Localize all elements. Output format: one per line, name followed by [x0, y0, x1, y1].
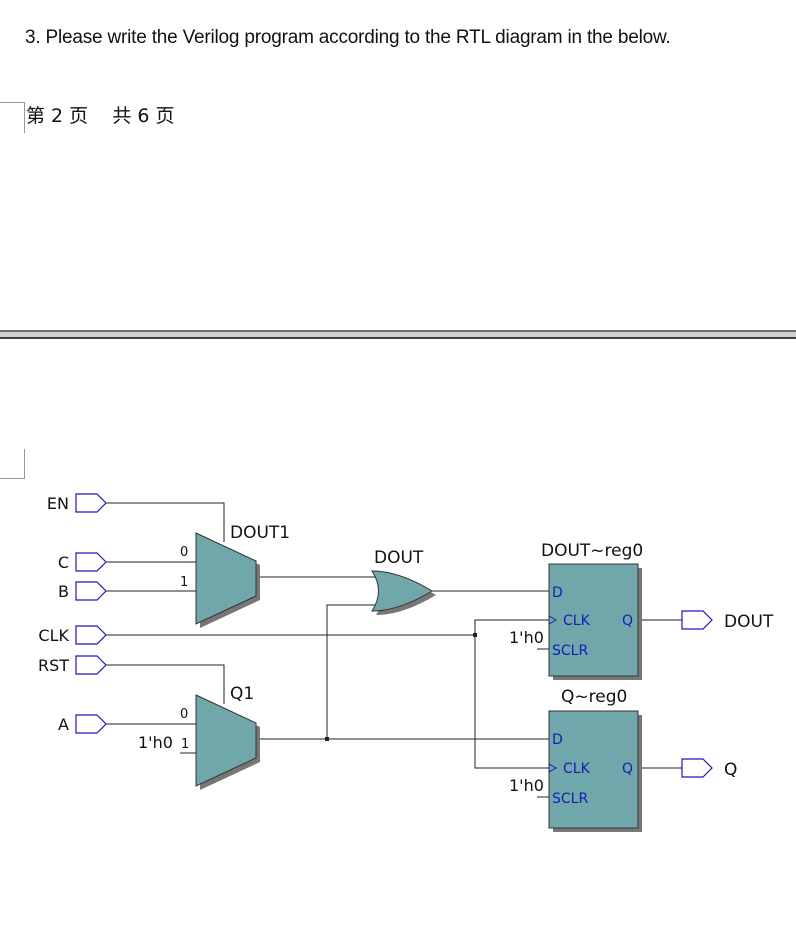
output-label-dout: DOUT	[724, 612, 774, 632]
register-dout-clk-arrow	[548, 615, 558, 625]
input-label-en: EN	[47, 494, 69, 513]
page-number-footer: 第 2 页 共 6 页	[26, 105, 175, 127]
register-q-label: Q~reg0	[561, 687, 627, 707]
input-port-en	[75, 493, 107, 513]
mux-q1-body	[195, 694, 257, 787]
junction-clk	[473, 633, 477, 637]
output-label-q: Q	[724, 760, 737, 780]
register-dout-label: DOUT~reg0	[541, 541, 643, 561]
input-label-b: B	[58, 582, 69, 601]
or-gate-body	[371, 570, 433, 612]
input-port-b	[75, 581, 107, 601]
page-corner-mark-top	[0, 102, 25, 133]
mux-q1-sel0: 0	[180, 707, 188, 722]
or-gate-dout: DOUT	[371, 548, 436, 615]
register-q: Q~reg0 D CLK Q SCLR 1'h0	[509, 687, 642, 832]
register-q-const: 1'h0	[509, 776, 544, 795]
register-q-q-pin: Q	[622, 761, 633, 777]
output-ports: DOUT Q	[681, 610, 774, 780]
page-corner-mark-bottom	[0, 449, 25, 479]
question-text: 3. Please write the Verilog program acco…	[25, 27, 671, 48]
wire-q1-to-or	[326, 604, 382, 739]
register-q-body	[548, 710, 639, 829]
input-label-clk: CLK	[38, 626, 69, 645]
register-q-clk-pin: CLK	[563, 761, 591, 777]
wire-clk-reg2	[474, 635, 549, 769]
register-dout: DOUT~reg0 D CLK Q SCLR 1'h0	[509, 541, 643, 680]
input-port-clk	[75, 625, 107, 645]
register-dout-d-pin: D	[552, 585, 563, 601]
mux-q1-label: Q1	[230, 684, 254, 704]
wire-en	[106, 502, 225, 542]
register-q-d-pin: D	[552, 732, 563, 748]
input-port-a	[75, 714, 107, 734]
input-ports: EN C B CLK RST A	[38, 493, 107, 734]
wire-rst	[106, 664, 225, 704]
page-divider	[0, 330, 796, 340]
register-dout-body	[548, 563, 639, 677]
mux-dout1: DOUT1 0 1	[180, 523, 290, 628]
register-dout-q-pin: Q	[622, 613, 633, 629]
input-label-rst: RST	[38, 656, 69, 675]
mux-dout1-sel0: 0	[180, 545, 188, 560]
input-port-c	[75, 552, 107, 572]
junction-q1	[325, 737, 329, 741]
wire-clk-reg1	[474, 619, 549, 635]
or-gate-label: DOUT	[374, 548, 424, 568]
register-dout-sclr-pin: SCLR	[552, 643, 588, 659]
mux-dout1-body	[195, 532, 257, 625]
input-port-rst	[75, 655, 107, 675]
mux-q1: Q1 0 1 1'h0	[138, 684, 260, 790]
mux-q1-sel1: 1	[181, 737, 189, 752]
register-dout-const: 1'h0	[509, 628, 544, 647]
register-dout-clk-pin: CLK	[563, 613, 591, 629]
output-port-dout	[681, 610, 713, 630]
mux-dout1-label: DOUT1	[230, 523, 290, 543]
input-label-c: C	[58, 553, 69, 572]
input-label-a: A	[58, 715, 69, 734]
output-port-q	[681, 758, 713, 778]
wires	[106, 502, 682, 798]
register-q-sclr-pin: SCLR	[552, 791, 588, 807]
mux-dout1-sel1: 1	[180, 575, 188, 590]
mux-q1-const: 1'h0	[138, 733, 173, 752]
register-q-clk-arrow	[548, 763, 558, 773]
